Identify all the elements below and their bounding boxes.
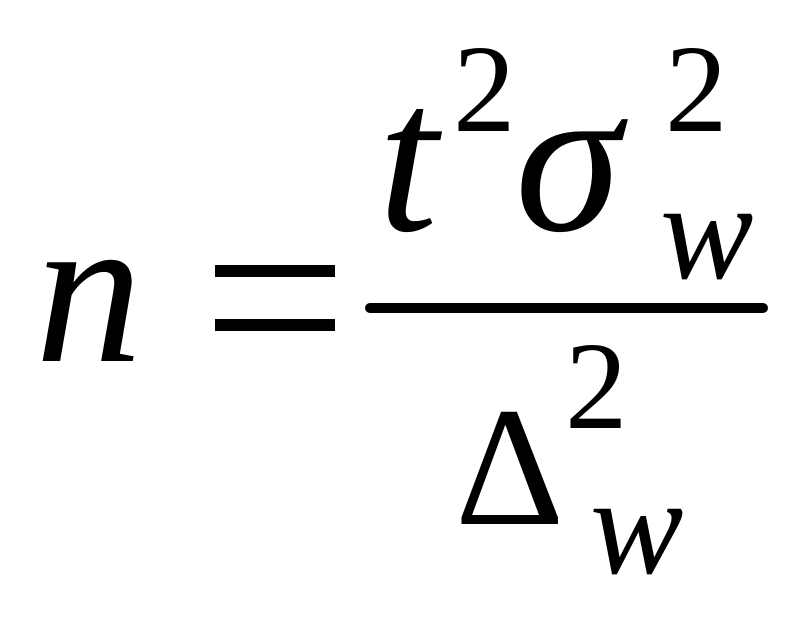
fraction-line [365, 303, 768, 313]
variable-n: n [35, 169, 143, 408]
t-exponent: 2 [453, 21, 516, 159]
variable-sigma: σ [515, 38, 622, 277]
delta-exponent: 2 [565, 318, 628, 456]
sigma-subscript: w [660, 154, 754, 309]
equals-bar-bottom [215, 319, 335, 331]
sigma-exponent: 2 [665, 21, 728, 159]
delta-subscript: w [590, 449, 684, 604]
variable-delta: Δ [455, 373, 565, 561]
variable-t: t [378, 38, 438, 277]
equals-bar-top [215, 265, 335, 277]
